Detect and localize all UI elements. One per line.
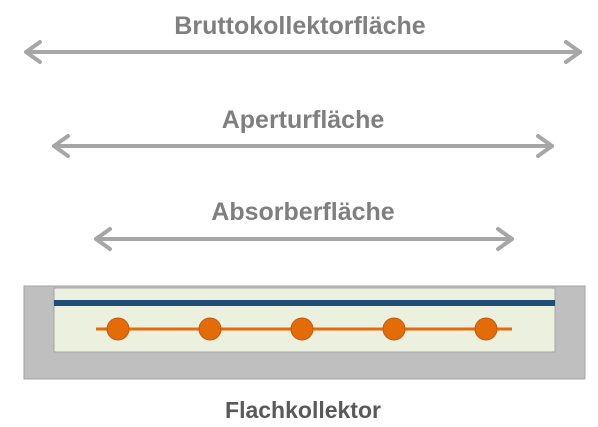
gross-area-group: Bruttokollektorfläche [24, 12, 582, 64]
aperture-area-arrow [52, 134, 554, 158]
aperture-area-group: Aperturfläche [52, 106, 554, 158]
absorber-nodes [106, 317, 498, 341]
absorber-tube-node [106, 317, 130, 341]
absorber-tube-node [198, 317, 222, 341]
flat-plate-collector [23, 285, 586, 380]
absorber-tube-node [382, 317, 406, 341]
absorber-area-group: Absorberfläche [94, 198, 514, 251]
gross-area-label: Bruttokollektorfläche [174, 12, 426, 40]
aperture-area-label: Aperturfläche [222, 106, 385, 134]
collector-caption: Flachkollektor [225, 397, 381, 423]
absorber-tube-node [290, 317, 314, 341]
gross-area-arrow [24, 40, 582, 64]
absorber-area-label: Absorberfläche [211, 198, 394, 226]
absorber-area-arrow [94, 227, 514, 251]
absorber-tube-node [474, 317, 498, 341]
glass-cover [54, 300, 555, 306]
